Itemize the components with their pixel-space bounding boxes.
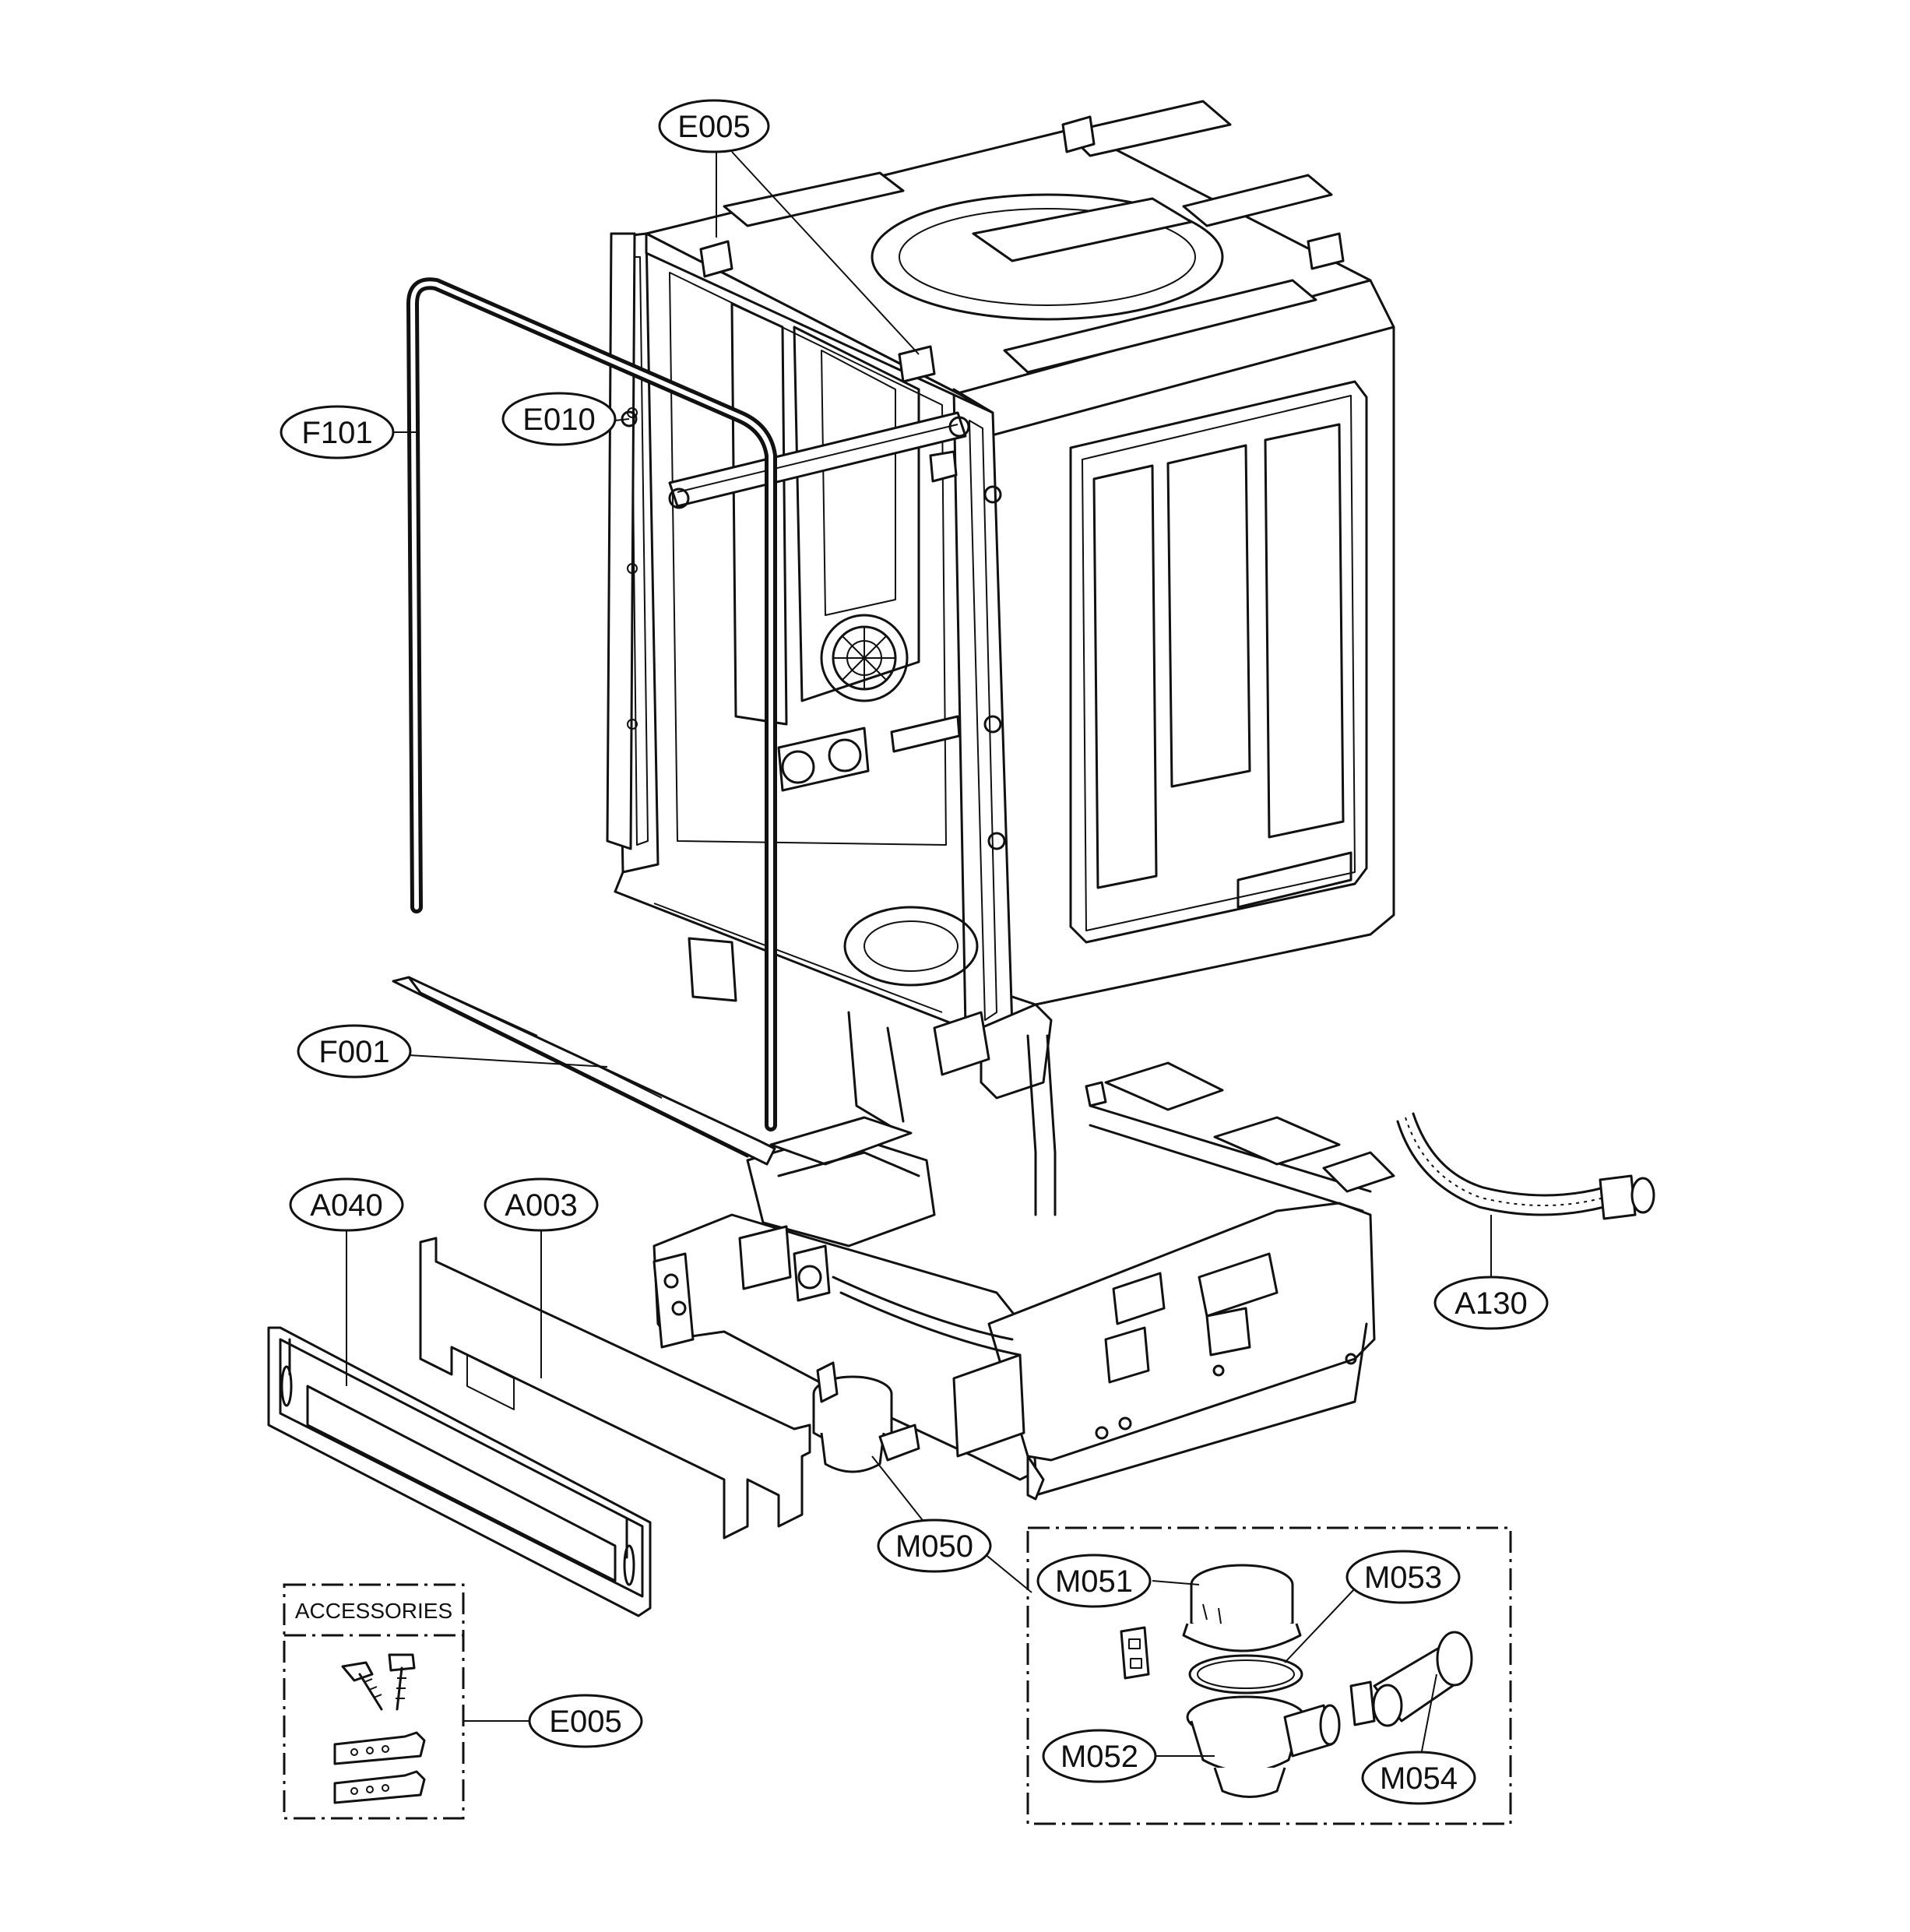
- callout-a003[interactable]: A003: [484, 1177, 599, 1232]
- callout-m054[interactable]: M054: [1361, 1751, 1476, 1805]
- callout-m052[interactable]: M052: [1042, 1729, 1157, 1783]
- callout-m050[interactable]: M050: [877, 1519, 992, 1573]
- accessories-box: ACCESSORIES: [283, 1583, 465, 1820]
- svg-text:E005: E005: [677, 110, 750, 144]
- dishwasher-base: [652, 1034, 1395, 1501]
- svg-text:E010: E010: [522, 403, 595, 437]
- svg-text:M052: M052: [1061, 1740, 1138, 1774]
- callout-m053[interactable]: M053: [1345, 1550, 1461, 1604]
- svg-text:A040: A040: [310, 1188, 382, 1223]
- a040-kick-plate: [267, 1326, 652, 1617]
- callout-f101[interactable]: F101: [280, 405, 395, 459]
- dishwasher-tub: [606, 100, 1395, 1131]
- svg-text:M051: M051: [1055, 1564, 1133, 1599]
- pump-detail-box: [1026, 1526, 1512, 1825]
- accessories-title: ACCESSORIES: [295, 1599, 452, 1623]
- svg-text:A003: A003: [505, 1188, 577, 1223]
- callout-m051[interactable]: M051: [1036, 1554, 1152, 1608]
- screw-icon: [388, 1653, 416, 1672]
- callout-a040[interactable]: A040: [289, 1177, 404, 1232]
- callout-e010[interactable]: E010: [501, 392, 617, 446]
- f001-strip: [392, 976, 776, 1166]
- a130-drain-hose: [1396, 1112, 1655, 1220]
- callout-a130[interactable]: A130: [1433, 1276, 1549, 1330]
- screw-icon: [341, 1661, 374, 1682]
- callout-e005-accessories[interactable]: E005: [528, 1694, 643, 1748]
- svg-text:M053: M053: [1364, 1561, 1442, 1595]
- svg-text:F101: F101: [301, 416, 372, 450]
- svg-text:M054: M054: [1380, 1761, 1458, 1796]
- bracket-icon: [333, 1731, 426, 1765]
- bracket-icon: [333, 1770, 426, 1804]
- f101-door-gasket: [406, 277, 777, 1131]
- callout-f001[interactable]: F001: [297, 1024, 412, 1079]
- svg-text:A130: A130: [1454, 1286, 1527, 1321]
- a003-insulation: [419, 1237, 811, 1540]
- callout-e005-top[interactable]: E005: [658, 99, 770, 153]
- svg-text:M050: M050: [895, 1529, 973, 1564]
- svg-text:F001: F001: [318, 1035, 389, 1069]
- svg-text:E005: E005: [549, 1705, 621, 1739]
